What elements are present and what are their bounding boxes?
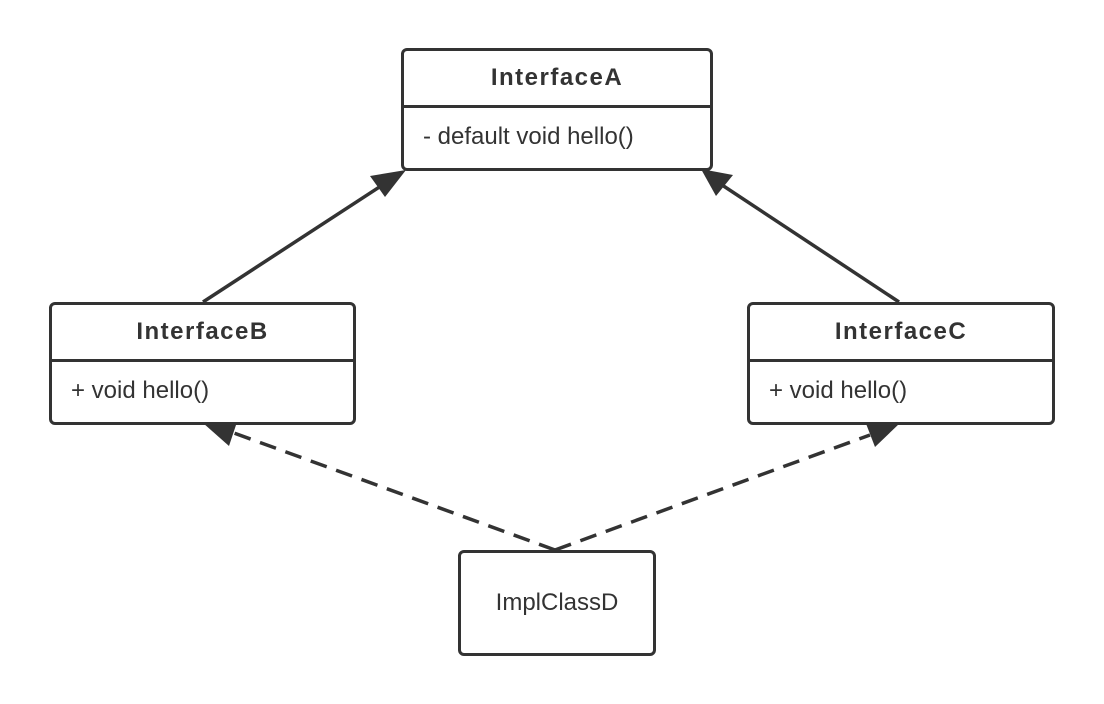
interface-a-name: InterfaceA — [404, 51, 710, 108]
impl-class-d-box[interactable]: ImplClassD — [458, 550, 656, 656]
interface-c-method: + void hello() — [769, 376, 908, 404]
edge-d-to-b-arrowhead — [203, 419, 238, 446]
edge-b-to-a-arrowhead — [370, 170, 406, 197]
interface-c-name: InterfaceC — [750, 305, 1052, 362]
edge-c-to-a-arrowhead — [701, 169, 733, 196]
edge-d-to-c-line — [554, 433, 871, 552]
edge-c-to-a-line — [718, 181, 900, 304]
interface-b-name: InterfaceB — [52, 305, 353, 362]
edge-d-to-b-line — [233, 431, 556, 552]
interface-a-method: - default void hello() — [423, 122, 634, 150]
interface-b-method: + void hello() — [71, 376, 210, 404]
edge-d-to-c-arrowhead — [865, 421, 900, 447]
edge-b-to-a-line — [202, 182, 385, 304]
impl-class-d-name: ImplClassD — [495, 589, 619, 616]
interface-b-box[interactable]: InterfaceB + void hello() — [49, 302, 356, 425]
interface-a-box[interactable]: InterfaceA - default void hello() — [401, 48, 713, 171]
interface-c-box[interactable]: InterfaceC + void hello() — [747, 302, 1055, 425]
